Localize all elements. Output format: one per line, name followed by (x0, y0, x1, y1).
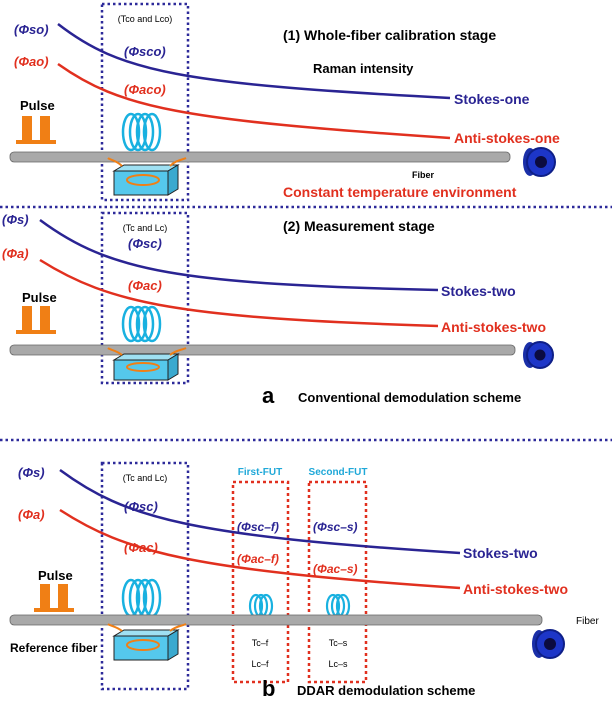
phi-s-label: (Φs) (18, 465, 45, 480)
stokes-one-curve (57, 23, 451, 100)
phi-sc-label: (Φsc) (128, 236, 162, 251)
l-cs-label: Lc–s (328, 659, 348, 669)
reference-section-box (100, 461, 190, 691)
fiber-line (9, 614, 543, 626)
pulse-icon (16, 306, 56, 334)
stokes-two-curve (39, 218, 439, 292)
stokes-two-curve (59, 468, 461, 555)
phi-aco-label: (Φaco) (124, 82, 166, 97)
fiber-label: Fiber (576, 616, 599, 627)
panel-b-letter: b (262, 676, 275, 701)
antistokes-two-curve (39, 258, 439, 328)
antistokes-two-curve (59, 508, 461, 590)
first-fut-box (231, 480, 290, 684)
phi-sc-s-label: (Φsc–s) (313, 520, 358, 534)
stage-1-calibration: (Tco and Lco) (Φso) (Φao) (Φsco) (Φaco) … (9, 2, 560, 202)
phi-sco-label: (Φsco) (124, 44, 166, 59)
phi-ac-s-label: (Φac–s) (313, 562, 358, 576)
fiber-connector-icon (523, 341, 554, 369)
phi-sc-label: (Φsc) (124, 499, 158, 514)
phi-sc-f-label: (Φsc–f) (237, 520, 279, 534)
phi-ac-label: (Φac) (124, 540, 158, 555)
raman-intensity-label: Raman intensity (313, 61, 414, 76)
second-fut-box (307, 480, 368, 684)
stage-2-measurement: (Tc and Lc) (Φs) (Φa) (Φsc) (Φac) (2) Me… (2, 211, 554, 408)
phi-a-label: (Φa) (2, 246, 29, 261)
pulse-icon (34, 584, 74, 612)
reference-fiber-label: Reference fiber (10, 641, 98, 655)
antistokes-two-label: Anti-stokes-two (463, 581, 568, 597)
second-fut-coil-icon (325, 593, 351, 619)
phi-s-label: (Φs) (2, 212, 29, 227)
phi-ac-f-label: (Φac–f) (237, 552, 279, 566)
environment-label: Constant temperature environment (283, 184, 517, 200)
pulse-label: Pulse (38, 568, 73, 583)
stage-2-title: (2) Measurement stage (283, 218, 435, 234)
phi-ac-label: (Φac) (128, 278, 162, 293)
water-bath-icon (107, 157, 187, 196)
stage-1-title: (1) Whole-fiber calibration stage (283, 27, 496, 43)
panel-a-caption: Conventional demodulation scheme (298, 390, 521, 405)
water-bath-icon (107, 623, 187, 661)
antistokes-one-curve (57, 62, 451, 140)
fiber-coil-icon (121, 112, 162, 152)
fiber-coil-icon (121, 578, 162, 618)
stokes-two-label: Stokes-two (441, 283, 516, 299)
box-label: (Tc and Lc) (123, 473, 168, 483)
fiber-line (9, 151, 511, 163)
panel-a-letter: a (262, 383, 275, 408)
l-cf-label: Lc–f (251, 659, 269, 669)
fiber-connector-icon (523, 147, 556, 177)
panel-b-caption: DDAR demodulation scheme (297, 683, 475, 698)
fiber-coil-icon (121, 305, 162, 343)
phi-ao-label: (Φao) (14, 54, 49, 69)
t-cf-label: Tc–f (252, 638, 269, 648)
fiber-line (9, 344, 516, 356)
phi-a-label: (Φa) (18, 507, 45, 522)
first-fut-coil-icon (248, 593, 274, 619)
panel-b-ddar: (Tc and Lc) First-FUT Second-FUT (Φs) (Φ… (9, 461, 599, 701)
antistokes-one-label: Anti-stokes-one (454, 130, 560, 146)
measurement-section-box (100, 211, 190, 385)
t-cs-label: Tc–s (329, 638, 348, 648)
pulse-label: Pulse (22, 290, 57, 305)
first-fut-title: First-FUT (238, 467, 282, 478)
antistokes-two-label: Anti-stokes-two (441, 319, 546, 335)
second-fut-title: Second-FUT (309, 467, 368, 478)
box-label: (Tco and Lco) (118, 14, 173, 24)
pulse-icon (16, 116, 56, 144)
pulse-label: Pulse (20, 98, 55, 113)
box-label: (Tc and Lc) (123, 223, 168, 233)
water-bath-icon (107, 347, 187, 381)
fiber-connector-icon (532, 629, 565, 659)
fiber-label: Fiber (412, 170, 435, 180)
phi-so-label: (Φso) (14, 22, 49, 37)
calibration-section-box (100, 2, 190, 202)
stokes-one-label: Stokes-one (454, 91, 530, 107)
stokes-two-label: Stokes-two (463, 545, 538, 561)
